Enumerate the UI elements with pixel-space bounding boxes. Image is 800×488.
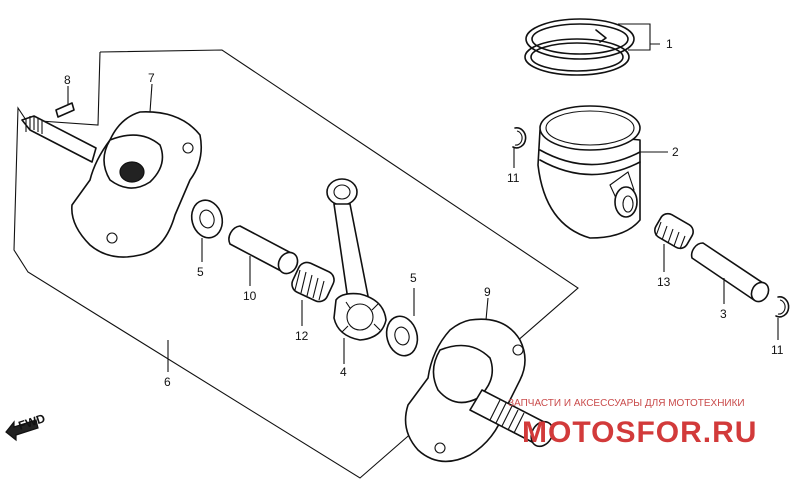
label-part-7: 7: [148, 71, 155, 85]
label-part-13: 13: [657, 275, 671, 289]
piston-rings: [524, 18, 635, 76]
label-part-11a: 11: [507, 171, 520, 185]
label-part-10: 10: [243, 289, 257, 303]
label-part-11b: 11: [771, 343, 784, 357]
label-part-8: 8: [64, 73, 71, 87]
woodruff-key: [55, 102, 75, 118]
needle-bearing-big-end: [291, 261, 335, 303]
piston: [537, 105, 641, 239]
label-part-9: 9: [484, 285, 491, 299]
label-part-5a: 5: [197, 265, 204, 279]
crank-pin: [228, 225, 299, 275]
label-part-4: 4: [340, 365, 347, 379]
crank-half-right: [404, 318, 554, 463]
circlip-upper: [512, 127, 527, 149]
leader-7: [149, 83, 153, 113]
leader-9: [485, 297, 489, 321]
connecting-rod: [326, 178, 387, 341]
circlip-lower: [775, 296, 790, 318]
watermark-brand: MOTOSFOR.RU: [522, 416, 757, 449]
crank-half-left: [21, 111, 203, 258]
label-part-2: 2: [672, 145, 679, 159]
piston-pin: [690, 242, 770, 303]
thrust-washer-right: [385, 315, 419, 357]
label-part-12: 12: [295, 329, 309, 343]
fwd-arrow-icon: [5, 419, 39, 442]
label-part-6: 6: [164, 375, 171, 389]
label-part-3: 3: [720, 307, 727, 321]
watermark-tagline: ЗАПЧАСТИ И АКСЕССУАРЫ ДЛЯ МОТОТЕХНИКИ: [508, 398, 745, 409]
needle-bearing-small-end: [654, 212, 694, 250]
label-part-5b: 5: [410, 271, 417, 285]
thrust-washer-left: [190, 199, 224, 239]
label-part-1: 1: [666, 37, 673, 51]
crankshaft-assembly-outline: [13, 49, 579, 479]
leader-1: [618, 23, 660, 51]
